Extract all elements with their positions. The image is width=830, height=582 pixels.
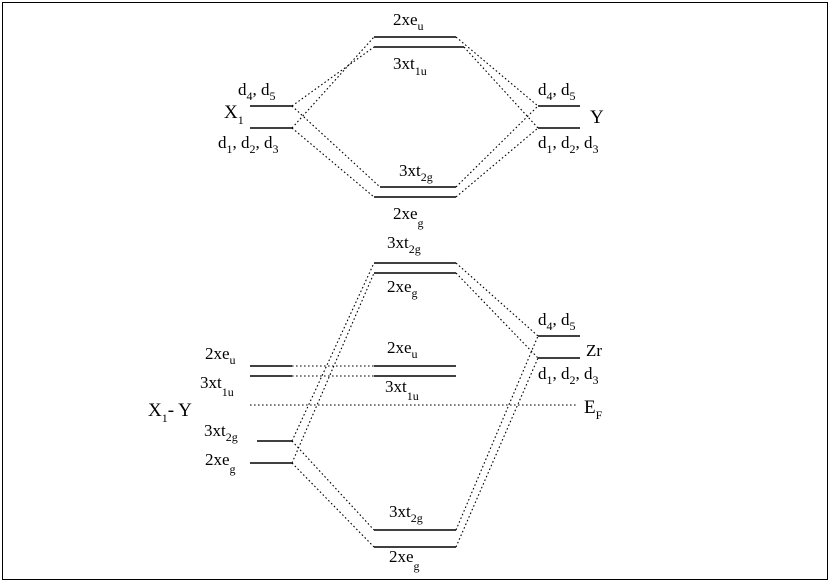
bottom-right-upper-label: d4, d5: [538, 310, 576, 333]
bottom-center-eg-low-label: 2xeg: [389, 547, 420, 573]
bottom-center-t1u-label: 3xt1u: [385, 377, 419, 403]
bottom-connector: [291, 462, 375, 548]
bottom-center-t2g-low-label: 3xt2g: [389, 502, 423, 525]
bottom-left-eg-label: 2xeg: [205, 450, 236, 476]
top-center-eg-label: 2xeg: [393, 204, 424, 230]
bottom-connector: [291, 262, 375, 442]
bottom-connector: [455, 262, 539, 337]
top-connector: [455, 127, 539, 198]
bottom-connector: [455, 335, 539, 531]
bottom-connector: [291, 272, 375, 464]
top-center-t2g-label: 3xt2g: [399, 161, 433, 184]
top-connector: [291, 105, 381, 188]
fermi-level-label: EF: [584, 397, 603, 422]
bottom-right-atom-label: Zr: [586, 341, 602, 360]
top-right-atom-label: Y: [590, 107, 604, 128]
bottom-center-eg-label: 2xeg: [387, 277, 418, 300]
top-connector: [455, 105, 539, 188]
top-right-lower-label: d1, d2, d3: [538, 133, 599, 156]
top-connector: [291, 127, 375, 198]
bottom-left-t1u-label: 3xt1u: [200, 373, 234, 399]
top-connector: [291, 36, 375, 129]
bottom-left-eu-label: 2xeu: [205, 344, 236, 367]
top-center-eu-label: 2xeu: [393, 10, 424, 33]
bottom-center-eu-label: 2xeu: [387, 338, 418, 361]
top-left-lower-label: d1, d2, d3: [218, 133, 279, 156]
bottom-connector: [455, 357, 539, 548]
bottom-connector: [291, 440, 375, 531]
top-left-atom-label: X1: [224, 102, 244, 127]
top-center-t1u-label: 3xt1u: [393, 54, 427, 78]
top-connector: [291, 46, 375, 107]
bottom-right-lower-label: d1, d2, d3: [538, 364, 599, 387]
bottom-left-compound-label: X1- Y: [148, 400, 192, 425]
top-left-upper-label: d4, d5: [238, 80, 276, 103]
top-connector: [455, 36, 539, 107]
top-connector: [463, 46, 539, 129]
top-right-upper-label: d4, d5: [538, 80, 576, 103]
bottom-center-t2g-label: 3xt2g: [387, 233, 421, 256]
bottom-connector: [455, 272, 539, 359]
bottom-left-t2g-label: 3xt2g: [204, 421, 238, 444]
